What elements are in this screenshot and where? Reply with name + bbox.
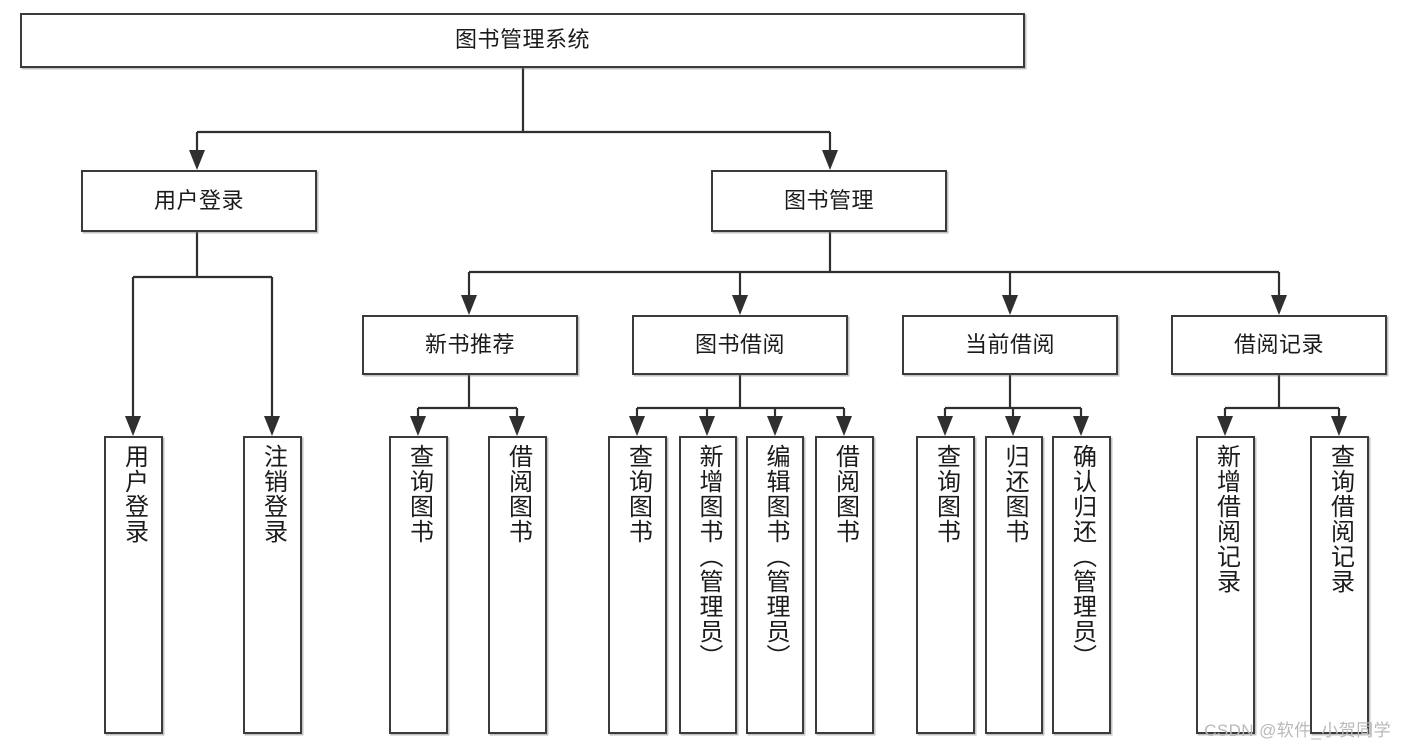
- node-book-borrow[interactable]: 图书借阅: [632, 315, 848, 375]
- node-borrow-record[interactable]: 借阅记录: [1171, 315, 1387, 375]
- node-leaf-borrow-book-label: 借阅图书: [831, 444, 859, 544]
- node-leaf-add-book-admin[interactable]: 新增图书（管理员）: [679, 436, 737, 734]
- node-current-borrow[interactable]: 当前借阅: [902, 315, 1118, 375]
- node-leaf-query-book-borrow-label: 查询图书: [624, 444, 652, 544]
- node-leaf-query-book-current-label: 查询图书: [932, 444, 960, 544]
- csdn-watermark: CSDN @软件_小贺同学: [1204, 721, 1391, 740]
- node-current-borrow-label: 当前借阅: [964, 331, 1055, 357]
- node-leaf-return-book[interactable]: 归还图书: [985, 436, 1043, 734]
- node-leaf-logout-login[interactable]: 注销登录: [243, 436, 302, 734]
- node-leaf-edit-book-admin-label: 编辑图书（管理员）: [762, 444, 789, 669]
- node-leaf-return-book-label: 归还图书: [1001, 444, 1028, 544]
- node-leaf-logout-login-label: 注销登录: [259, 444, 287, 544]
- node-leaf-confirm-return-admin-label: 确认归还（管理员）: [1068, 444, 1096, 669]
- node-leaf-add-book-admin-label: 新增图书（管理员）: [695, 444, 722, 669]
- node-leaf-user-login[interactable]: 用户登录: [104, 436, 163, 734]
- node-book-borrow-label: 图书借阅: [694, 331, 785, 357]
- node-user-login[interactable]: 用户登录: [81, 170, 317, 232]
- node-leaf-add-borrow-record-label: 新增借阅记录: [1212, 444, 1240, 594]
- node-leaf-query-borrow-record[interactable]: 查询借阅记录: [1310, 436, 1369, 734]
- node-leaf-borrow-book[interactable]: 借阅图书: [815, 436, 874, 734]
- node-leaf-add-borrow-record[interactable]: 新增借阅记录: [1196, 436, 1255, 734]
- node-leaf-query-book-current[interactable]: 查询图书: [916, 436, 975, 734]
- node-root-label: 图书管理系统: [454, 27, 590, 53]
- node-new-book-recommend-label: 新书推荐: [424, 331, 515, 357]
- node-new-book-recommend[interactable]: 新书推荐: [362, 315, 578, 375]
- node-leaf-confirm-return-admin[interactable]: 确认归还（管理员）: [1052, 436, 1111, 734]
- node-leaf-query-borrow-record-label: 查询借阅记录: [1326, 444, 1354, 594]
- node-leaf-borrow-book-rec-label: 借阅图书: [504, 444, 532, 544]
- node-book-manage-label: 图书管理: [783, 187, 874, 213]
- node-leaf-query-book-borrow[interactable]: 查询图书: [608, 436, 667, 734]
- node-root[interactable]: 图书管理系统: [20, 13, 1025, 68]
- node-leaf-edit-book-admin[interactable]: 编辑图书（管理员）: [746, 436, 804, 734]
- node-leaf-borrow-book-rec[interactable]: 借阅图书: [488, 436, 547, 734]
- node-leaf-query-book-rec[interactable]: 查询图书: [389, 436, 448, 734]
- node-user-login-label: 用户登录: [153, 187, 244, 213]
- node-borrow-record-label: 借阅记录: [1233, 331, 1324, 357]
- node-leaf-user-login-label: 用户登录: [120, 444, 148, 544]
- node-book-manage[interactable]: 图书管理: [711, 170, 947, 232]
- node-leaf-query-book-rec-label: 查询图书: [405, 444, 433, 544]
